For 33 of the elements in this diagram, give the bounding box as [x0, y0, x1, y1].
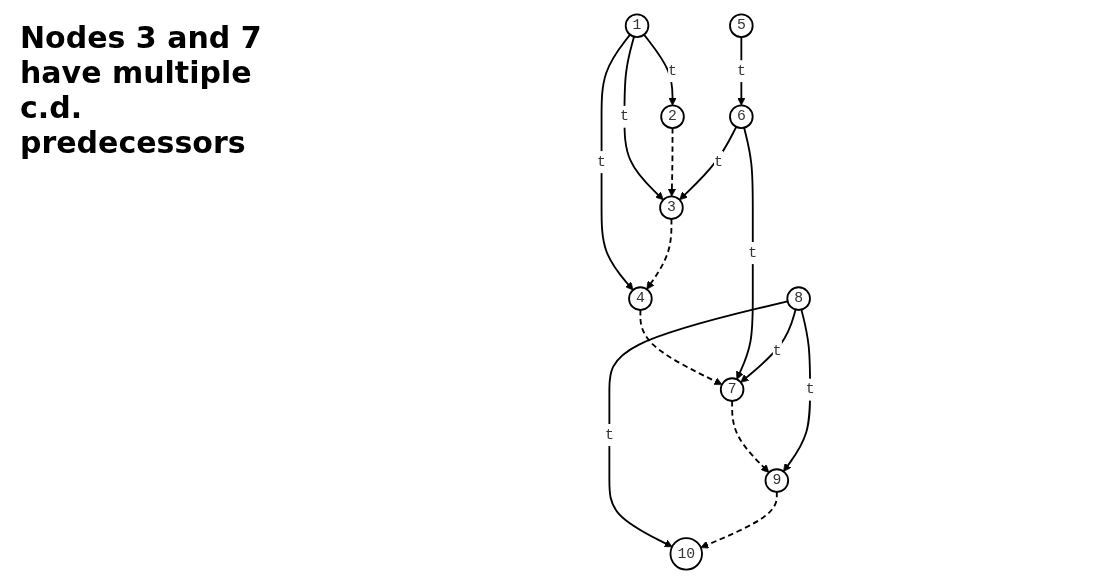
edge-label: t — [713, 153, 723, 171]
node-circle: 6 — [728, 104, 754, 129]
node-circle: 4 — [627, 286, 653, 311]
node-circle: 3 — [658, 195, 684, 220]
arrow — [740, 308, 797, 383]
arrow — [639, 309, 722, 385]
arrow — [667, 127, 676, 197]
title: Nodes 3 and 7 have multiple c.d. predecessors — [20, 20, 262, 160]
arrow — [735, 126, 754, 380]
edge-label: t — [604, 426, 614, 444]
edge-label: t — [667, 62, 677, 80]
node-circle: 2 — [659, 104, 685, 129]
node-circle: 9 — [764, 468, 789, 493]
edge-label: t — [619, 108, 629, 126]
arrow — [730, 400, 769, 473]
arrow — [736, 36, 746, 106]
arrow — [646, 218, 673, 290]
arrow — [600, 33, 634, 291]
arrow — [782, 308, 811, 472]
node-circle: 8 — [786, 286, 811, 311]
node-circle: 5 — [728, 13, 754, 38]
edge-label: t — [805, 381, 815, 398]
edge-label: t — [772, 343, 782, 360]
edge-label: t — [736, 62, 746, 80]
edge-label: t — [748, 244, 757, 262]
node-circle: 1 — [624, 13, 649, 38]
node-circle: 10 — [669, 537, 703, 571]
arrow — [642, 33, 677, 106]
edge-label: t — [596, 153, 606, 171]
arrow — [678, 125, 737, 201]
node-circle: 7 — [719, 377, 745, 402]
arrow — [700, 491, 778, 549]
arrow — [623, 35, 664, 201]
